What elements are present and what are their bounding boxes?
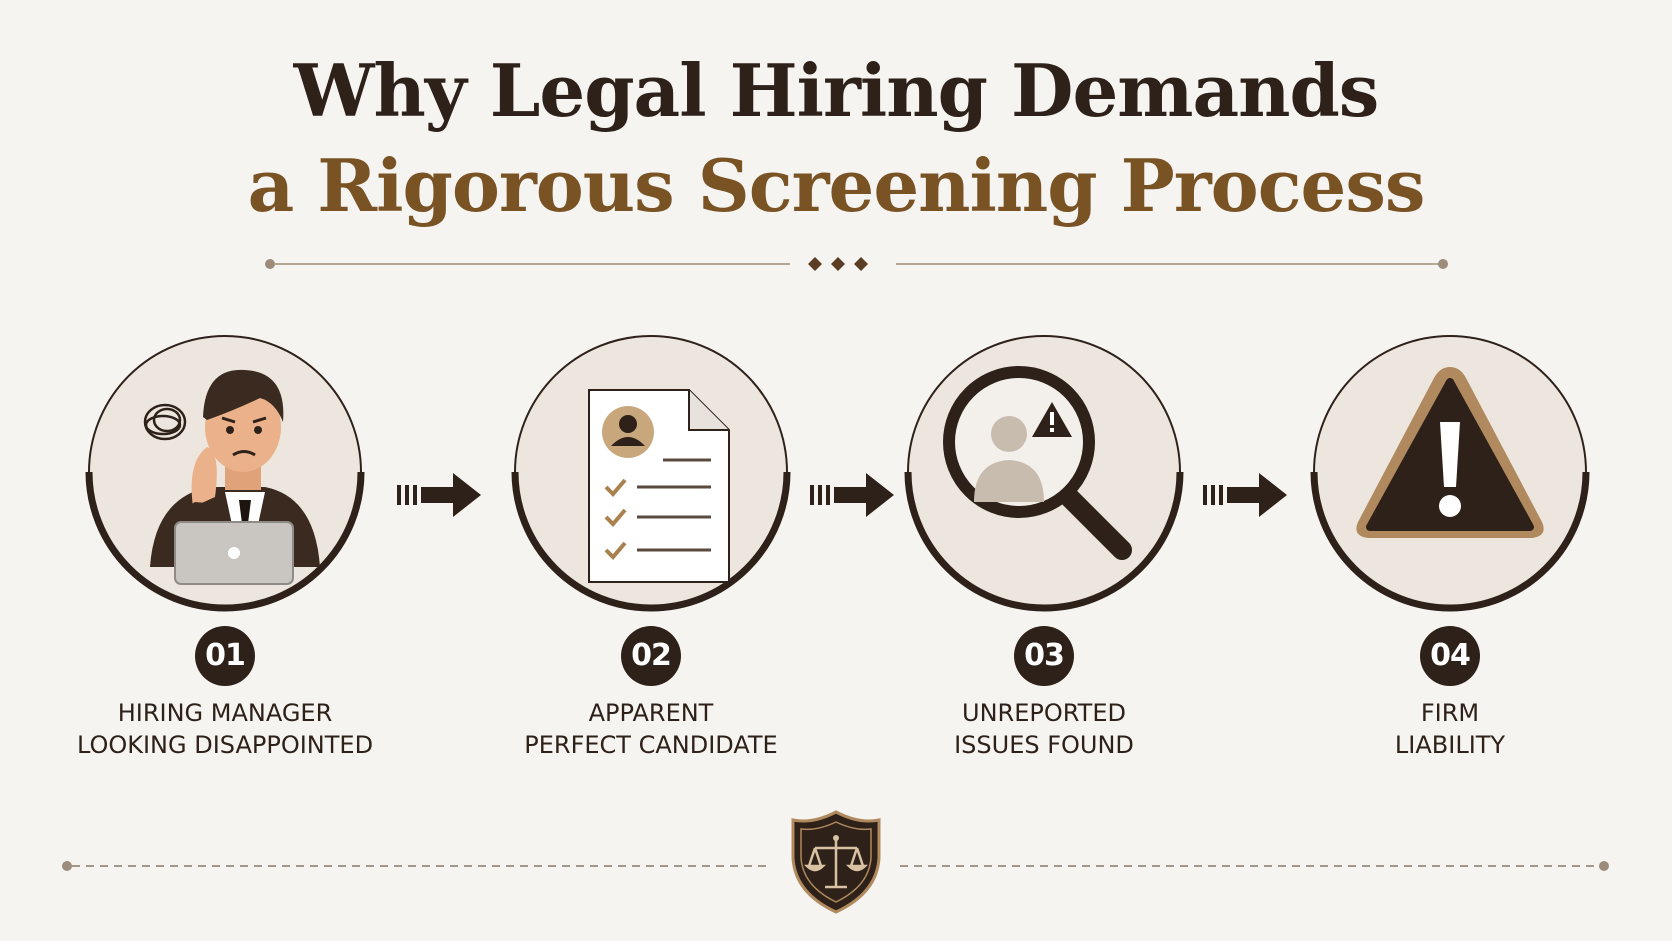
step-2-label-line-1: APPARENT xyxy=(588,699,714,727)
step-4-label: FIRM LIABILITY xyxy=(1285,697,1615,761)
bottom-divider xyxy=(62,861,1609,871)
step-2-label-line-2: PERFECT CANDIDATE xyxy=(524,731,778,759)
step-2-number-badge: 02 xyxy=(621,626,681,686)
step-3-label-line-1: UNREPORTED xyxy=(962,699,1126,727)
title-line-2: a Rigorous Screening Process xyxy=(247,143,1426,228)
step-2-label: APPARENT PERFECT CANDIDATE xyxy=(486,697,816,761)
step-3-label: UNREPORTED ISSUES FOUND xyxy=(879,697,1209,761)
step-1-circle xyxy=(75,322,375,622)
step-1-label-line-2: LOOKING DISAPPOINTED xyxy=(76,731,374,759)
arrow-3-icon xyxy=(1203,465,1293,525)
step-2-circle xyxy=(501,322,801,622)
step-3: 03 UNREPORTED ISSUES FOUND xyxy=(879,322,1209,762)
title-line-1: Why Legal Hiring Demands xyxy=(293,48,1380,133)
step-4: 04 FIRM LIABILITY xyxy=(1285,322,1615,762)
arrow-1-icon xyxy=(397,465,487,525)
divider-diamonds-icon xyxy=(808,257,868,271)
arrow-2-icon xyxy=(810,465,900,525)
resume-document-icon xyxy=(588,389,730,583)
step-1: 01 HIRING MANAGER LOOKING DISAPPOINTED xyxy=(60,322,390,762)
step-4-label-line-2: LIABILITY xyxy=(1394,731,1506,759)
step-4-circle xyxy=(1300,322,1600,622)
top-divider xyxy=(265,257,1448,271)
step-3-number-badge: 03 xyxy=(1014,626,1074,686)
warning-triangle-icon xyxy=(1356,367,1544,538)
disappointed-manager-icon xyxy=(143,369,320,585)
step-3-label-line-2: ISSUES FOUND xyxy=(954,731,1134,759)
magnifier-warning-icon xyxy=(943,366,1132,560)
scales-of-justice-shield-icon xyxy=(789,808,883,920)
step-1-label: HIRING MANAGER LOOKING DISAPPOINTED xyxy=(60,697,390,761)
step-4-number-badge: 04 xyxy=(1420,626,1480,686)
step-2: 02 APPARENT PERFECT CANDIDATE xyxy=(486,322,816,762)
step-1-label-line-1: HIRING MANAGER xyxy=(117,699,333,727)
step-3-circle xyxy=(894,322,1194,622)
step-1-number-badge: 01 xyxy=(195,626,255,686)
step-4-label-line-1: FIRM xyxy=(1420,699,1480,727)
